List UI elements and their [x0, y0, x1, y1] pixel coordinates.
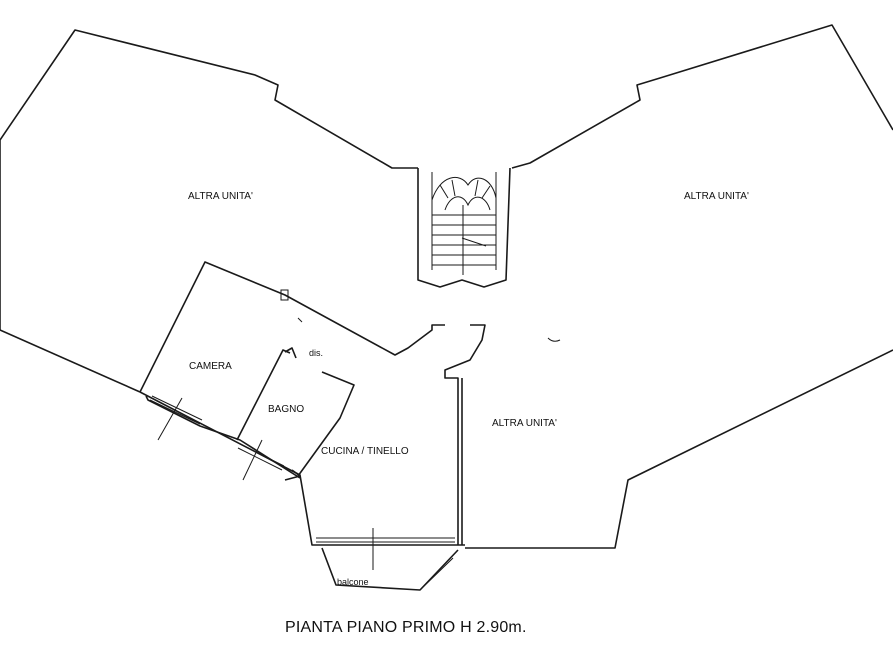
window-bagno	[237, 439, 285, 481]
label-camera: CAMERA	[189, 361, 232, 372]
label-altra-unita-center: ALTRA UNITA'	[492, 418, 557, 429]
plan-title: PIANTA PIANO PRIMO H 2.90m.	[285, 619, 527, 636]
apartment-walls	[139, 261, 486, 546]
left-wing-lower-wall	[0, 329, 141, 393]
right-wing-outline	[511, 24, 893, 169]
window-cucina	[316, 528, 455, 570]
label-disimpegno: dis.	[309, 348, 323, 358]
door-swing-dis	[547, 337, 561, 342]
label-balcone: balcone	[337, 577, 369, 587]
label-bagno: BAGNO	[268, 404, 304, 415]
window-camera	[149, 395, 203, 441]
label-altra-unita-right: ALTRA UNITA'	[684, 191, 749, 202]
stair-treads	[432, 179, 496, 266]
label-cucina-tinello: CUCINA / TINELLO	[321, 446, 409, 457]
balcony-outline	[321, 547, 459, 591]
balcony-railing	[419, 557, 454, 591]
staircase	[417, 167, 511, 288]
left-wing-outline	[0, 29, 418, 330]
right-wing-lower-wall	[465, 349, 893, 549]
label-altra-unita-left: ALTRA UNITA'	[188, 191, 253, 202]
